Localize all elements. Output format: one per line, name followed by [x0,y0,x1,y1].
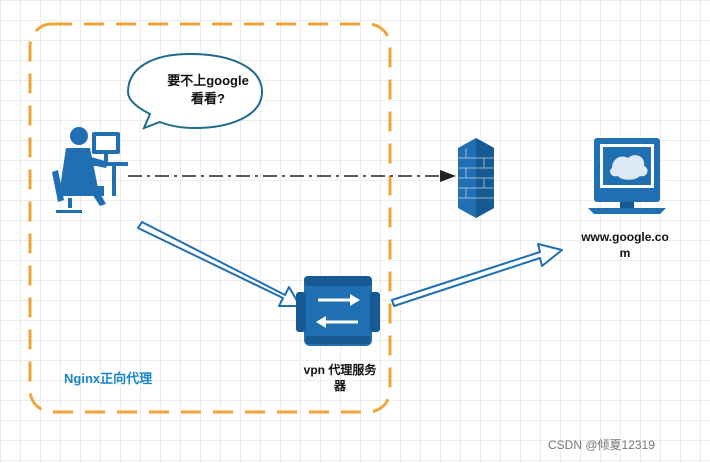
speech-bubble-text: 要不上google 看看? [148,72,268,108]
google-label-line2: m [619,246,631,260]
user-at-computer-icon [52,127,128,213]
vpn-to-google-arrow [391,243,563,307]
vpn-label-line2: 器 [333,379,346,393]
speech-bubble-line2: 看看? [191,91,225,106]
csdn-watermark: CSDN @倾夏12319 [548,438,655,452]
vpn-label: vpn 代理服务 器 [280,362,400,394]
speech-bubble-line1: 要不上google [167,73,249,88]
vpn-label-line1: vpn 代理服务 [303,363,377,377]
user-to-vpn-arrow [137,221,301,307]
firewall-icon [458,138,494,218]
blocked-request-arrowhead [440,170,456,182]
speech-bubble-icon [126,52,264,130]
proxy-boundary [28,22,392,414]
vpn-server-icon [296,276,380,346]
google-label: www.google.co m [555,229,695,261]
monitor-icon [588,138,666,214]
nginx-forward-proxy-label: Nginx正向代理 [64,371,153,386]
google-label-line1: www.google.co [581,230,669,244]
